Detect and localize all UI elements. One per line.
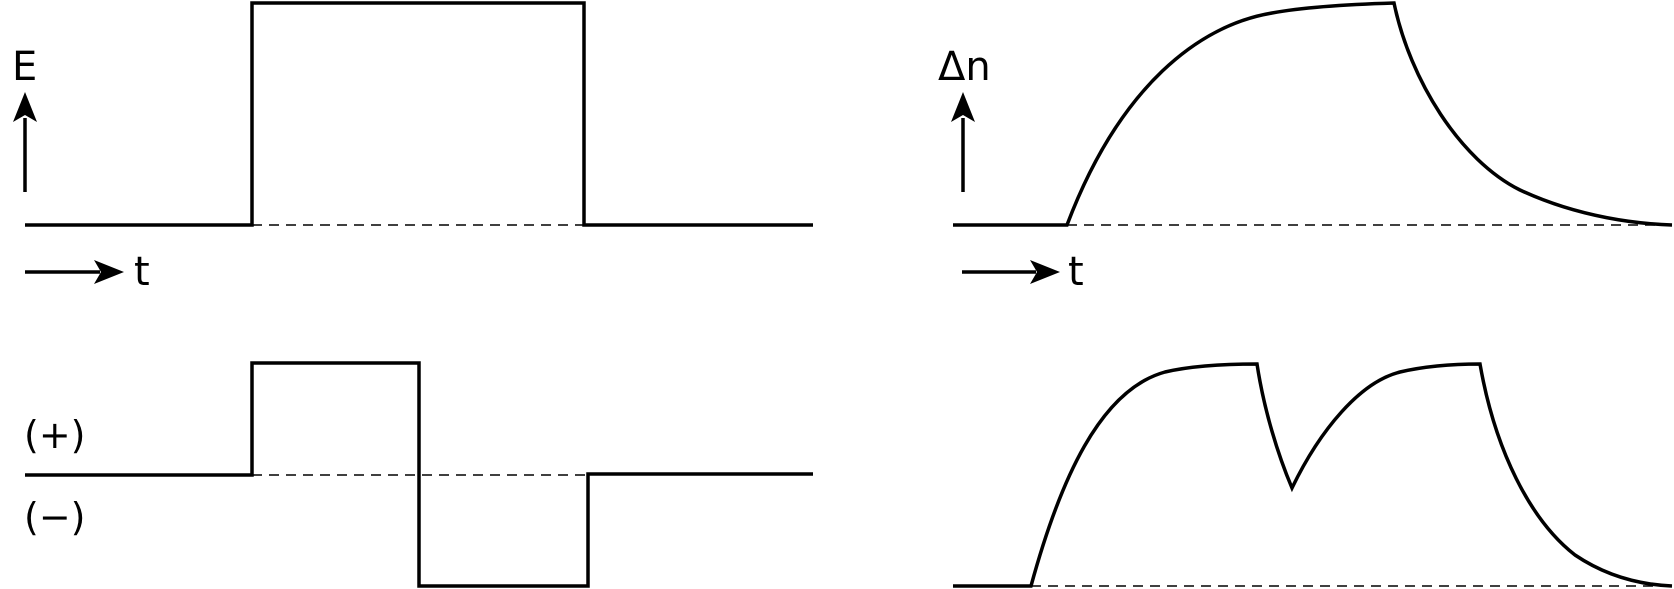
- negative-polarity-label: (−): [24, 495, 86, 539]
- time-axis-right-label: t: [1068, 249, 1084, 295]
- bipolar-response-plot: [953, 362, 1673, 588]
- arrow-up-icon: [951, 92, 975, 122]
- birefringence-response-trace: [953, 1, 1673, 227]
- arrow-right-icon: [94, 260, 124, 284]
- time-axis-right-group: t: [962, 249, 1084, 295]
- bipolar-response-trace: [953, 362, 1673, 588]
- arrow-right-icon: [1030, 260, 1060, 284]
- field-axis-label: E: [12, 44, 37, 90]
- polarity-labels: (+) (−): [24, 413, 86, 539]
- time-axis-left-label: t: [134, 249, 150, 295]
- bipolar-field-plot: [25, 361, 813, 588]
- field-axis-group: E: [12, 44, 37, 192]
- field-pulse-trace: [25, 1, 813, 227]
- field-pulse-plot: [25, 1, 813, 227]
- positive-polarity-label: (+): [24, 413, 86, 457]
- arrow-up-icon: [13, 92, 37, 122]
- bipolar-field-trace: [25, 361, 813, 588]
- birefringence-response-plot: [953, 1, 1673, 227]
- time-axis-left-group: t: [25, 249, 150, 295]
- birefringence-axis-label: Δn: [938, 44, 991, 90]
- birefringence-axis-group: Δn: [938, 44, 991, 192]
